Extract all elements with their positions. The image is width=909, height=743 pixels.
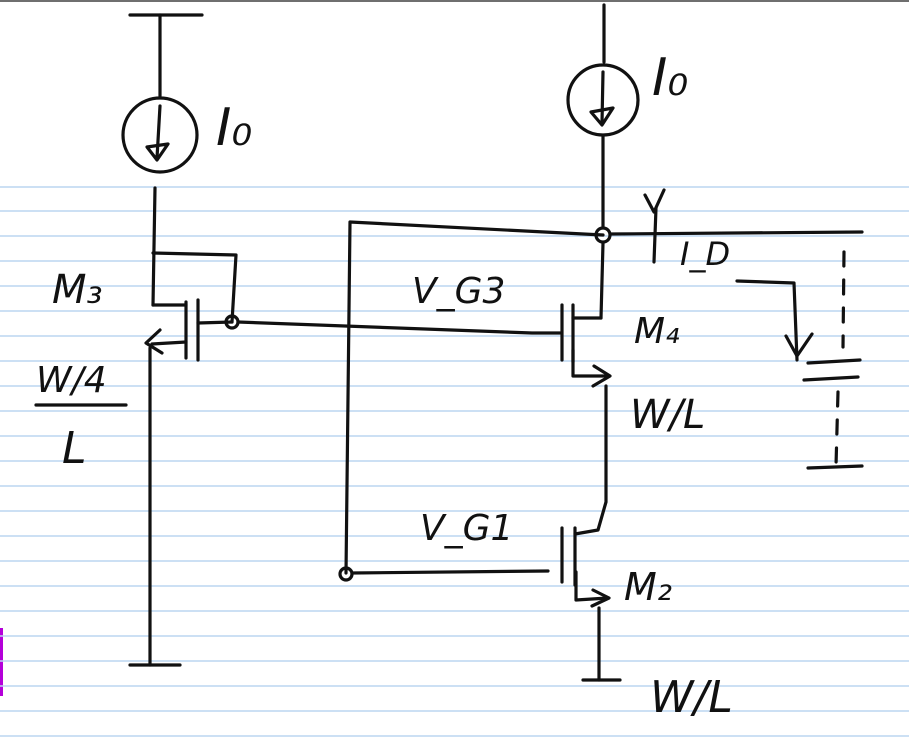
load-capacitor [735, 250, 864, 470]
wire-left-mid [151, 186, 157, 307]
id-current-arrow [643, 188, 666, 264]
m3-transistor [144, 298, 234, 362]
output-wire [608, 230, 864, 236]
current-source-right [566, 63, 640, 137]
vg3-bias-wire [236, 320, 562, 335]
current-source-left [121, 96, 199, 174]
m3-drain-gate-tie [151, 251, 238, 324]
wire-output-to-m4 [599, 241, 605, 320]
m4-transistor [560, 303, 612, 388]
label-vg1: V_G1 [420, 508, 513, 549]
label-m2-size: W/L [650, 672, 733, 723]
left-branch [121, 13, 240, 667]
top-border [0, 0, 909, 2]
label-source-right: I₀ [652, 48, 688, 108]
feedback-loop-wire [344, 220, 605, 575]
wire-m4-to-m2 [573, 384, 608, 536]
label-source-left: I₀ [216, 98, 252, 158]
ruled-lines [0, 186, 909, 737]
label-m3-name: M₃ [52, 267, 103, 313]
label-m2-name: M₂ [624, 565, 672, 609]
m2-transistor [560, 526, 611, 608]
label-m4-name: M₄ [634, 311, 680, 352]
label-id: I_D [680, 235, 730, 273]
label-m3-size-num: W/4 [36, 360, 107, 401]
label-vg3: V_G3 [412, 271, 505, 312]
vg1-bias-wire [350, 569, 550, 575]
label-m3-size-den: L [62, 423, 87, 474]
right-branch [560, 3, 864, 682]
label-m4-size: W/L [630, 392, 705, 438]
left-edge-tab [0, 628, 3, 696]
